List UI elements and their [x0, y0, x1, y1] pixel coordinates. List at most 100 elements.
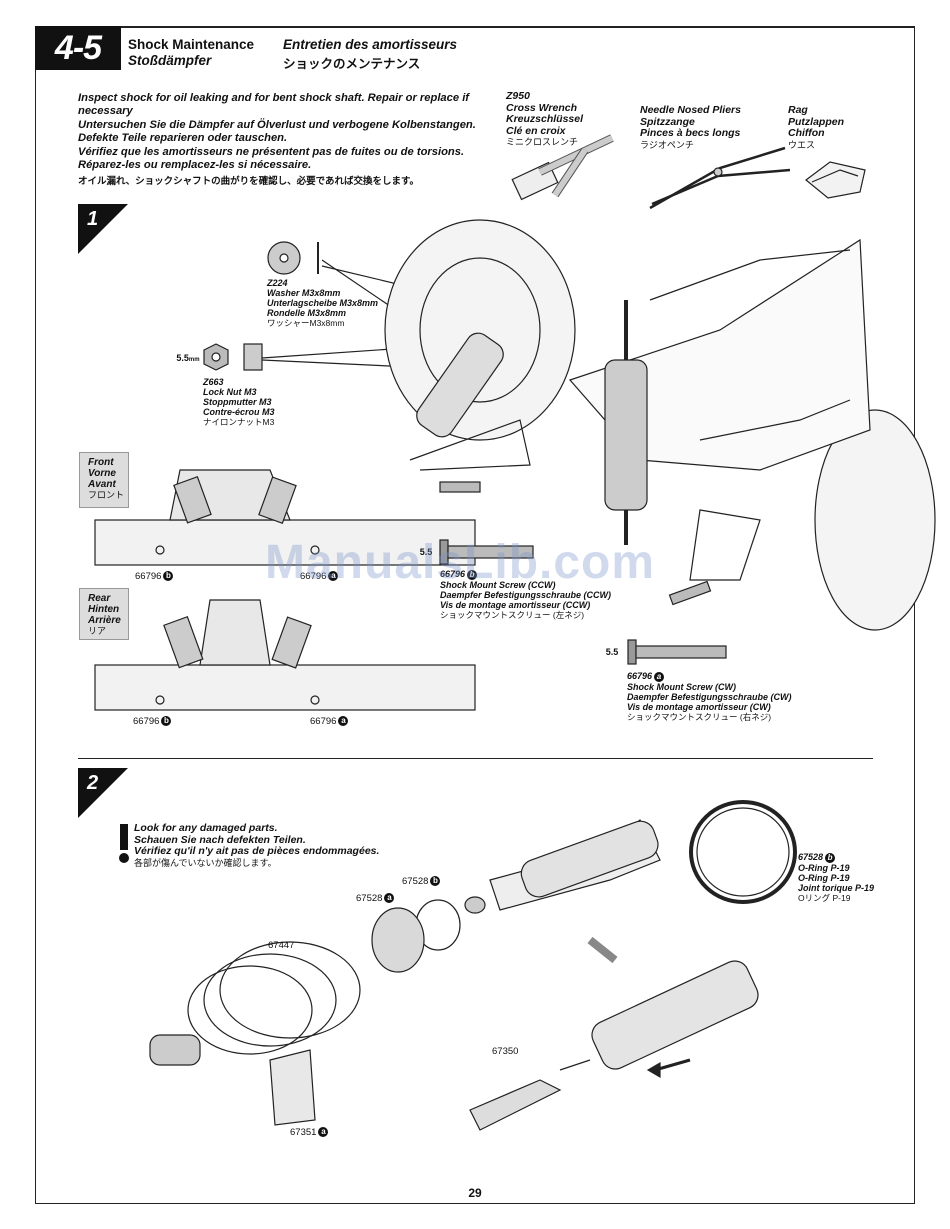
- o-ring-en: O-Ring P-19: [798, 862, 850, 873]
- watermark: ManualsLib.com: [265, 536, 656, 589]
- code: 67351: [290, 1127, 317, 1138]
- shock-mount-screw-ccw-icon: [439, 539, 534, 565]
- washer-jp: ワッシャーM3x8mm: [267, 318, 345, 328]
- warning-jp: 各部が傷んでいないか確認します。: [134, 857, 277, 868]
- tool-jp: ウエス: [788, 139, 816, 150]
- wrench-size-badge-ccw: 5.5: [412, 541, 440, 563]
- intro-german: Untersuchen Sie die Dämpfer auf Ölverlus…: [78, 119, 476, 144]
- screw-ccw-code: 66796: [440, 569, 466, 579]
- cross-wrench-icon: [511, 134, 614, 201]
- mark: b: [430, 876, 441, 887]
- title-french: Entretien des amortisseurs: [283, 37, 458, 52]
- tool-cross-wrench: Z950 Cross Wrench Kreuzschlüssel Clé en …: [506, 90, 584, 149]
- warning-icon: [118, 824, 130, 864]
- mark: a: [328, 571, 339, 582]
- exploded-shock-icon: [149, 819, 759, 1131]
- screw-cw-en: Shock Mount Screw (CW): [627, 681, 737, 692]
- code: 66796: [310, 716, 337, 727]
- tool-needle-nose-pliers: Needle Nosed Pliers Spitzzange Pinces à …: [640, 104, 741, 151]
- washer-code: Z224: [267, 278, 288, 288]
- o-ring-code: 67528: [798, 852, 824, 862]
- screw-ccw-en: Shock Mount Screw (CCW): [440, 579, 556, 590]
- mark: b: [163, 571, 174, 582]
- o-ring-fr: Joint torique P-19: [798, 882, 875, 893]
- code: 67528: [356, 893, 383, 904]
- warning-de: Schauen Sie nach defekten Teilen.: [134, 833, 306, 846]
- page-number: 29: [468, 1186, 482, 1200]
- o-ring-de: O-Ring P-19: [798, 872, 850, 883]
- screw-ccw-fr: Vis de montage amortisseur (CCW): [440, 599, 591, 610]
- screw-cw-mark: a: [654, 671, 665, 682]
- rear-de: Hinten: [88, 604, 120, 615]
- wrench-size: 5.5: [419, 547, 433, 557]
- wrench-size-badge: 5.5mm: [174, 347, 202, 369]
- title-japanese: ショックのメンテナンス: [283, 57, 421, 71]
- tool-en: Needle Nosed Pliers: [640, 104, 741, 116]
- tool-en: Cross Wrench: [506, 101, 577, 114]
- code: 67528: [402, 876, 429, 887]
- section-divider: [78, 758, 873, 759]
- front-chassis-view-icon: [94, 469, 476, 566]
- screw-ccw-de: Daempfer Befestigungsschraube (CCW): [440, 589, 612, 600]
- washer-de: Unterlagscheibe M3x8mm: [267, 298, 379, 308]
- lock-nut-en: Lock Nut M3: [203, 387, 257, 397]
- title-english: Shock Maintenance: [128, 37, 255, 52]
- lock-nut-fr: Contre-écrou M3: [203, 407, 275, 417]
- screw-cw-de: Daempfer Befestigungsschraube (CW): [627, 691, 792, 702]
- rag-icon: [805, 161, 866, 199]
- lock-nut-code: Z663: [203, 377, 224, 387]
- washer-label: Z224 Washer M3x8mm Unterlagscheibe M3x8m…: [267, 278, 378, 328]
- rear-jp: リア: [88, 626, 107, 636]
- page-frame: [35, 26, 915, 1204]
- wrench-size: 5.5: [176, 353, 189, 363]
- tool-de: Kreuzschlüssel: [506, 113, 584, 125]
- mark: a: [384, 893, 395, 904]
- intro-english: Inspect shock for oil leaking and for be…: [78, 92, 470, 117]
- lock-nut-label: Z663 Lock Nut M3 Stoppmutter M3 Contre-é…: [203, 377, 275, 427]
- tool-jp: ラジオペンチ: [640, 139, 694, 150]
- intro-french: Vérifiez que les amortisseurs ne présent…: [78, 146, 465, 171]
- warning-fr: Vérifiez qu'il n'y ait pas de pièces end…: [134, 845, 380, 857]
- tool-de: Putzlappen: [788, 115, 845, 128]
- mark: b: [161, 716, 172, 727]
- step-2-number: 2: [87, 772, 99, 794]
- tool-fr: Clé en croix: [506, 124, 566, 137]
- washer-fr: Rondelle M3x8mm: [267, 308, 347, 318]
- tool-rag: Rag Putzlappen Chiffon ウエス: [788, 104, 845, 151]
- lock-nut-jp: ナイロンナットM3: [203, 417, 275, 427]
- code: 66796: [300, 571, 327, 582]
- label-67350: 67350: [492, 1046, 519, 1057]
- rear-fr: Arrière: [88, 615, 121, 626]
- tool-en: Rag: [788, 104, 808, 116]
- tool-fr: Pinces à becs longs: [640, 127, 741, 139]
- intro-japanese: オイル漏れ、ショックシャフトの曲がりを確認し、必要であれば交換をします。: [78, 176, 420, 187]
- wrench-unit: mm: [188, 357, 200, 363]
- rear-chassis-view-icon: [94, 599, 476, 711]
- wrench-size-badge-cw: 5.5: [598, 641, 626, 663]
- front-de: Vorne: [88, 468, 116, 479]
- o-ring-jp: Oリング P-19: [798, 892, 851, 903]
- step-1-number: 1: [87, 208, 99, 230]
- o-ring-large-icon: [689, 800, 797, 904]
- rear-en: Rear: [88, 593, 111, 604]
- front-tag: Front Vorne Avant フロント: [79, 452, 129, 508]
- code: 66796: [135, 571, 162, 582]
- screw-cw-code: 66796: [627, 671, 653, 681]
- tool-code: Z950: [506, 90, 530, 102]
- mark: a: [318, 1127, 329, 1138]
- front-en: Front: [88, 457, 114, 468]
- front-jp: フロント: [88, 490, 125, 500]
- section-number-badge: 4-5: [35, 26, 121, 70]
- washer-en: Washer M3x8mm: [267, 288, 341, 298]
- mark: a: [338, 716, 349, 727]
